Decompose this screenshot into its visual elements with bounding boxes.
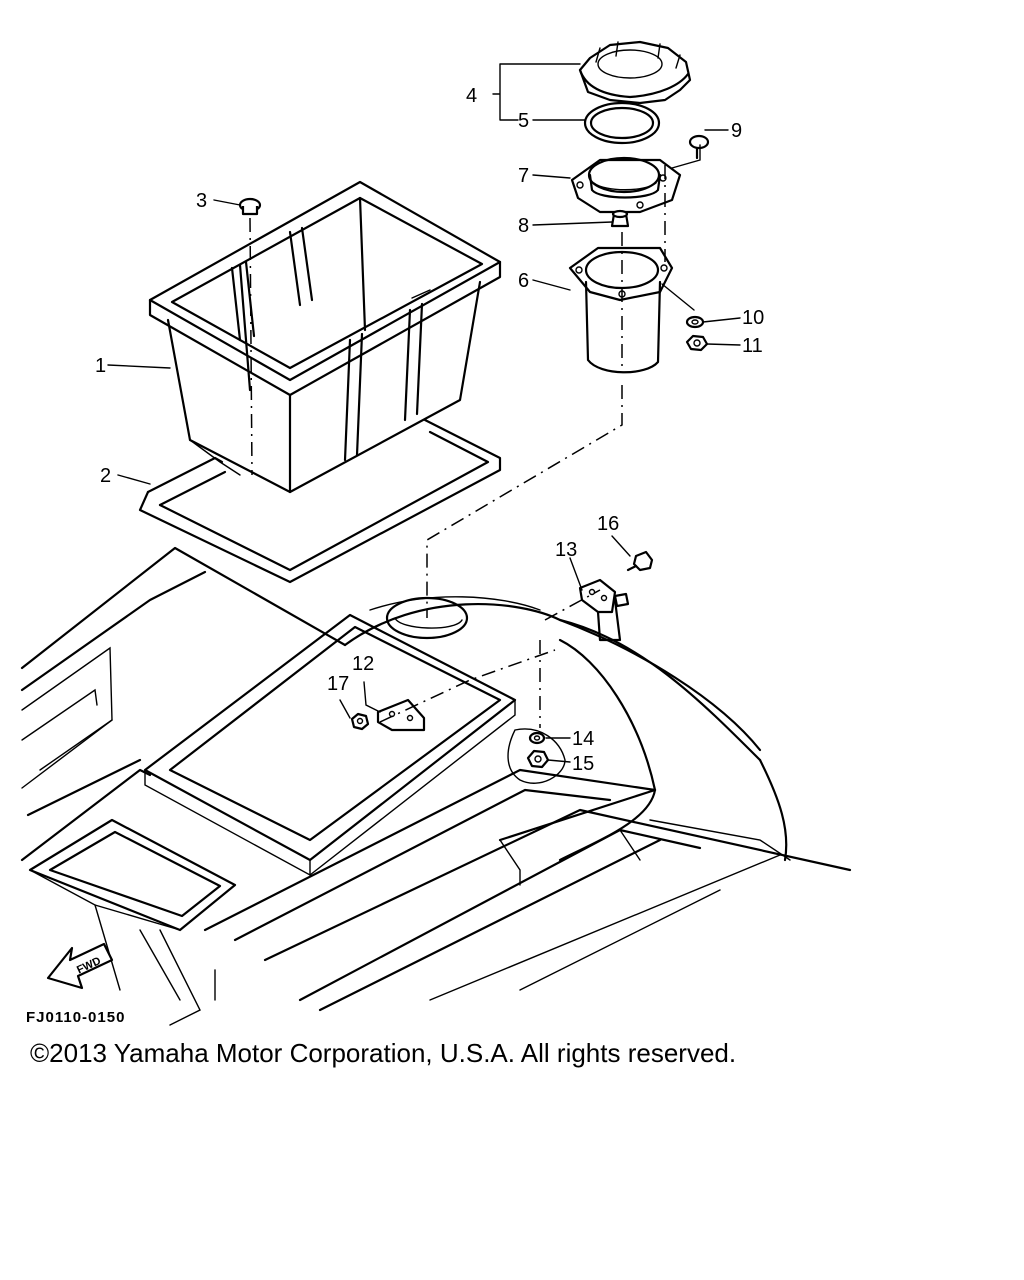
box-gasket	[138, 418, 502, 584]
storage-box	[148, 180, 502, 494]
bolt-16	[626, 550, 654, 572]
nut-17	[350, 712, 370, 731]
callout-9: 9	[731, 120, 742, 142]
callout-6: 6	[518, 270, 529, 292]
filler-hole	[385, 596, 469, 640]
callout-16: 16	[597, 513, 619, 535]
callout-8: 8	[518, 215, 529, 237]
filler-cap	[578, 40, 692, 105]
callout-15: 15	[572, 753, 594, 775]
leader-lines	[107, 63, 741, 763]
callout-2: 2	[100, 465, 111, 487]
nut-15	[526, 749, 550, 769]
callout-3: 3	[196, 190, 207, 212]
bolt-3	[238, 197, 262, 216]
drawing-code: FJ0110-0150	[26, 1009, 125, 1026]
washer-10	[685, 315, 705, 329]
copyright-notice: ©2013 Yamaha Motor Corporation, U.S.A. A…	[30, 1038, 737, 1068]
callout-11: 11	[742, 335, 763, 357]
o-ring	[583, 101, 661, 145]
callout-1: 1	[95, 355, 106, 377]
forward-arrow-icon: FWD	[46, 942, 114, 990]
callout-14: 14	[572, 728, 594, 750]
bracket-13	[578, 578, 630, 642]
callout-13: 13	[555, 539, 577, 561]
washer-14	[528, 731, 546, 745]
callout-10: 10	[742, 307, 764, 329]
assembly-lines	[249, 165, 666, 728]
screw-9	[688, 134, 710, 160]
nut-11	[685, 334, 709, 352]
callout-12: 12	[352, 653, 374, 675]
hull-deck	[20, 546, 852, 1026]
callout-7: 7	[518, 165, 529, 187]
filler-tube	[568, 246, 674, 374]
callout-labels: 1 2 3 4 5 6 7 8 9 10 11 12 13 14 15 16 1…	[95, 85, 764, 775]
filler-neck	[570, 156, 682, 214]
callout-17: 17	[327, 673, 349, 695]
callout-4: 4	[466, 85, 477, 107]
cap-8	[610, 209, 630, 228]
exploded-parts-diagram: 1 2 3 4 5 6 7 8 9 10 11 12 13 14 15 16 1…	[20, 40, 852, 1026]
callout-5: 5	[518, 110, 529, 132]
